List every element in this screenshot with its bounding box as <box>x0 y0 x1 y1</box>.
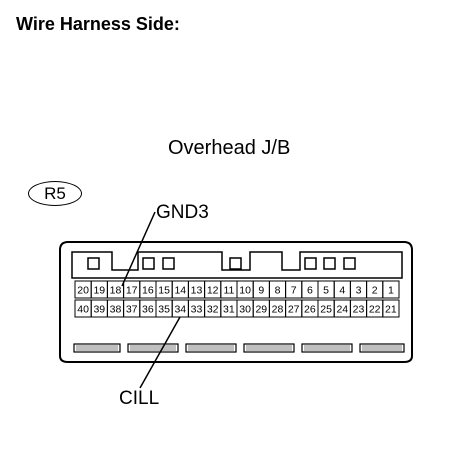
pin-number-28: 28 <box>272 304 284 316</box>
pin-number-38: 38 <box>110 304 122 316</box>
pin-number-32: 32 <box>207 304 219 316</box>
pin-number-11: 11 <box>223 285 234 297</box>
pin-cell-1 <box>382 280 400 299</box>
pin-number-1: 1 <box>388 285 394 297</box>
pin-number-14: 14 <box>174 285 186 297</box>
pin-number-29: 29 <box>255 304 267 316</box>
pin-number-22: 22 <box>369 304 381 316</box>
connector-inner-frame <box>71 251 403 279</box>
key-slot <box>142 257 155 270</box>
key-slots <box>87 257 356 270</box>
pin-number-13: 13 <box>191 285 203 297</box>
pin-number-30: 30 <box>239 304 251 316</box>
connector-housing <box>59 241 413 363</box>
pin-number-18: 18 <box>110 285 122 297</box>
pin-number-37: 37 <box>126 304 138 316</box>
pin-number-17: 17 <box>126 285 138 297</box>
pin-number-34: 34 <box>174 304 186 316</box>
pin-number-4: 4 <box>339 285 345 297</box>
pin-number-25: 25 <box>320 304 332 316</box>
pin-number-8: 8 <box>275 285 281 297</box>
pin-number-35: 35 <box>158 304 170 316</box>
key-slot <box>323 257 336 270</box>
pin-number-6: 6 <box>307 285 313 297</box>
pin-number-15: 15 <box>158 285 170 297</box>
pin-number-39: 39 <box>93 304 105 316</box>
pin-cell-21 <box>382 299 400 318</box>
pin-number-27: 27 <box>288 304 300 316</box>
pin-number-40: 40 <box>77 304 89 316</box>
pin-number-10: 10 <box>239 285 251 297</box>
pin-number-2: 2 <box>372 285 378 297</box>
pin-number-9: 9 <box>258 285 264 297</box>
key-slot <box>229 257 242 270</box>
pin-number-23: 23 <box>353 304 365 316</box>
gnd3-label: GND3 <box>156 202 209 223</box>
cill-leader-line <box>139 316 181 389</box>
pin-number-36: 36 <box>142 304 154 316</box>
pin-number-12: 12 <box>207 285 219 297</box>
key-slot <box>304 257 317 270</box>
pin-number-16: 16 <box>142 285 154 297</box>
gnd3-leader-line <box>121 211 156 287</box>
pin-number-5: 5 <box>323 285 329 297</box>
pin-number-7: 7 <box>291 285 297 297</box>
pin-number-20: 20 <box>77 285 89 297</box>
pin-number-3: 3 <box>356 285 362 297</box>
key-slot <box>162 257 175 270</box>
pin-number-33: 33 <box>191 304 203 316</box>
bottom-rails <box>73 343 405 353</box>
pin-number-24: 24 <box>336 304 348 316</box>
key-slot <box>87 257 100 270</box>
connector-code-badge: R5 <box>28 181 82 206</box>
pin-number-19: 19 <box>93 285 105 297</box>
key-slot <box>343 257 356 270</box>
pin-number-21: 21 <box>385 304 397 316</box>
pin-number-31: 31 <box>223 304 235 316</box>
page-title: Wire Harness Side: <box>16 14 180 34</box>
cill-label: CILL <box>119 388 160 409</box>
pin-number-26: 26 <box>304 304 316 316</box>
connector-name: Overhead J/B <box>168 137 291 159</box>
